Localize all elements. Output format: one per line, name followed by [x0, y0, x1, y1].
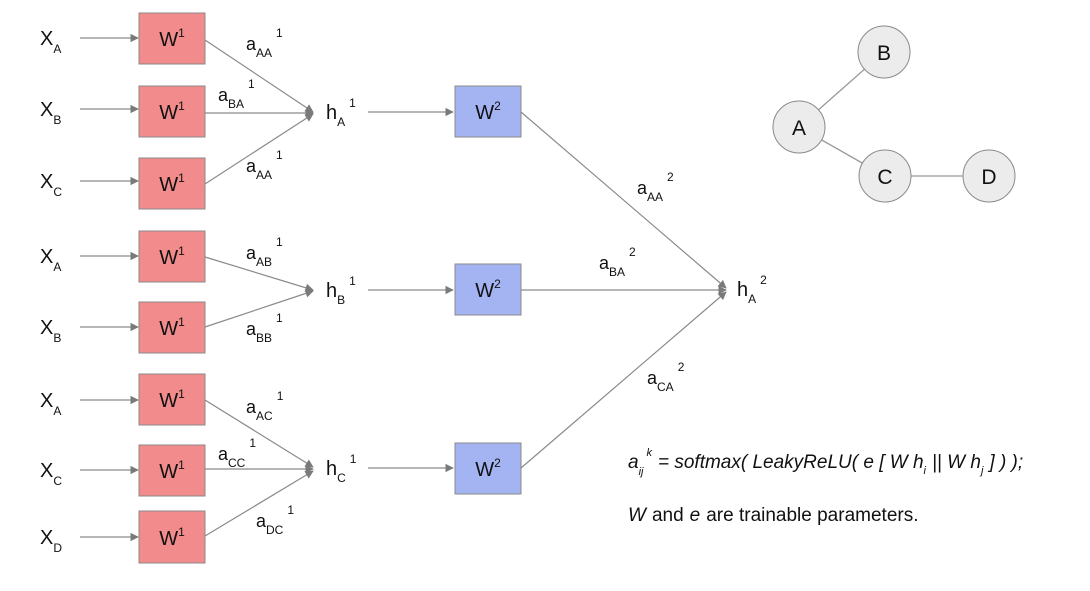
attention-edge [204, 399, 314, 468]
attention-label: aCC1 [218, 436, 256, 470]
hidden-label: hB1 [326, 274, 356, 307]
w1-box: W1 [138, 510, 206, 564]
w1-box: W1 [138, 12, 206, 65]
svg-text:W2: W2 [475, 277, 501, 302]
input-label: XB [40, 99, 61, 127]
w1-box: W1 [138, 230, 206, 283]
attention-formula: aijk= softmax( LeakyReLU( e [ W hi|| W h… [628, 447, 1023, 478]
svg-text:A: A [792, 117, 806, 140]
svg-text:W2: W2 [475, 456, 501, 481]
input-label: XA [40, 28, 61, 56]
graph-node-a: A [772, 100, 826, 154]
svg-text:W1: W1 [159, 26, 185, 51]
graph-node-b: B [857, 25, 911, 79]
w2-box: W2 [454, 263, 522, 316]
svg-text:W1: W1 [159, 171, 185, 196]
attention-label-2: aBA2 [599, 245, 636, 279]
output-label: hA2 [737, 273, 767, 306]
w1-box: W1 [138, 373, 206, 426]
hidden-label: hA1 [326, 96, 356, 129]
w2-box: W2 [454, 85, 522, 138]
graph-node-c: C [858, 149, 912, 203]
attention-label: aAA1 [246, 148, 283, 182]
input-label: XD [40, 527, 62, 555]
svg-text:W2: W2 [475, 99, 501, 124]
w2-box: W2 [454, 442, 522, 495]
attention-label: aAA1 [246, 26, 283, 60]
svg-text:W1: W1 [159, 458, 185, 483]
svg-text:W1: W1 [159, 315, 185, 340]
attention-label: aBA1 [218, 77, 255, 111]
svg-text:W1: W1 [159, 525, 185, 550]
input-label: XC [40, 460, 62, 488]
w1-box: W1 [138, 157, 206, 210]
attention-edge [204, 256, 314, 292]
attention-label-2: aAA2 [637, 170, 674, 204]
attention-label: aAC1 [246, 389, 284, 423]
w1-box: W1 [138, 85, 206, 138]
svg-text:D: D [981, 166, 996, 189]
input-label: XA [40, 390, 61, 418]
w1-box: W1 [138, 444, 206, 497]
input-label: XB [40, 317, 61, 345]
attention-edge-2 [520, 291, 727, 469]
svg-text:C: C [877, 166, 892, 189]
svg-text:W1: W1 [159, 244, 185, 269]
w1-box: W1 [138, 301, 206, 354]
svg-text:W1: W1 [159, 99, 185, 124]
attention-label: aAB1 [246, 235, 283, 269]
svg-text:W1: W1 [159, 387, 185, 412]
input-label: XC [40, 171, 62, 199]
attention-edge [204, 113, 314, 185]
attention-label: aDC1 [256, 503, 294, 537]
attention-edge [204, 39, 314, 113]
attention-label-2: aCA2 [647, 360, 685, 394]
attention-edge [204, 470, 314, 537]
graph-node-d: D [962, 149, 1016, 203]
input-label: XA [40, 246, 61, 274]
svg-text:B: B [877, 42, 891, 65]
attention-edge-2 [520, 111, 727, 289]
hidden-label: hC1 [326, 452, 357, 485]
attention-edge [204, 289, 314, 328]
attention-label: aBB1 [246, 311, 283, 345]
